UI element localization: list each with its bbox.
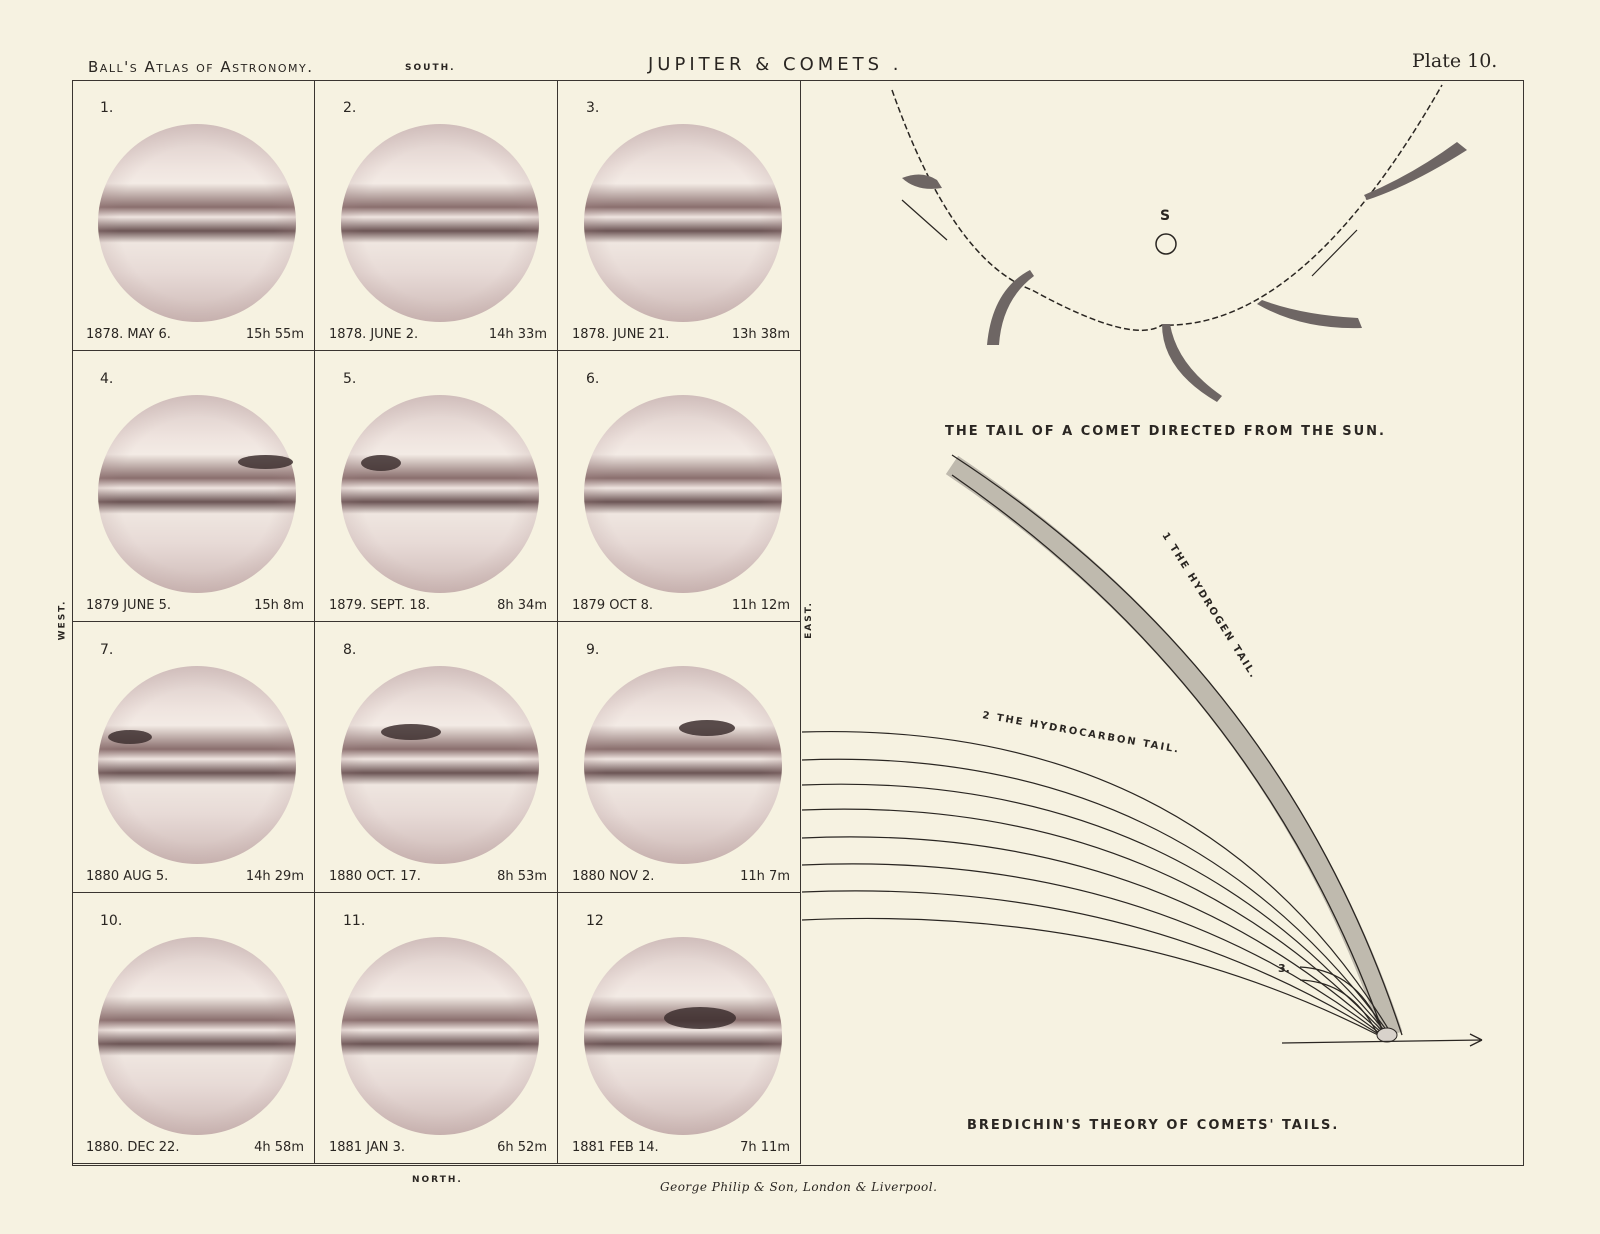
south-label: SOUTH. bbox=[405, 63, 456, 73]
observation-time: 13h 38m bbox=[731, 327, 790, 342]
drawing-number: 6. bbox=[586, 371, 600, 387]
tail-3-label: 3. bbox=[1278, 962, 1290, 975]
jupiter-drawing-8: 8. 1880 OCT. 17. 8h 53m bbox=[315, 622, 558, 893]
west-label: WEST. bbox=[57, 599, 68, 641]
drawing-number: 3. bbox=[586, 100, 600, 116]
jupiter-drawing-3: 3. 1878. JUNE 21. 13h 38m bbox=[558, 80, 801, 351]
drawing-number: 4. bbox=[100, 371, 114, 387]
jupiter-disc bbox=[98, 395, 296, 593]
drawing-number: 5. bbox=[343, 371, 357, 387]
motion-arrow-icon bbox=[1281, 1039, 1483, 1044]
comet-tail-icon bbox=[1162, 324, 1222, 402]
jupiter-drawing-4: 4. 1879 JUNE 5. 15h 8m bbox=[72, 351, 315, 622]
observation-date: 1880. DEC 22. bbox=[86, 1140, 180, 1155]
plate-number: Plate 10. bbox=[1412, 50, 1498, 72]
motion-arrow-icon bbox=[1311, 229, 1358, 277]
observation-time: 15h 55m bbox=[245, 327, 304, 342]
motion-arrow-icon bbox=[901, 199, 948, 241]
jupiter-disc bbox=[98, 666, 296, 864]
great-red-spot bbox=[361, 455, 401, 471]
jupiter-disc bbox=[341, 124, 539, 322]
great-red-spot bbox=[664, 1007, 736, 1029]
comet-tail-icon bbox=[1364, 142, 1467, 200]
comet-diagrams: S 1 THE HYDROGEN TAIL. 2 THE HYDROCARBON… bbox=[802, 84, 1483, 1047]
comet-tail-caption: THE TAIL OF A COMET DIRECTED FROM THE SU… bbox=[945, 424, 1386, 439]
great-red-spot bbox=[108, 730, 152, 744]
drawing-number: 10. bbox=[100, 913, 123, 929]
jupiter-drawing-9: 9. 1880 NOV 2. 11h 7m bbox=[558, 622, 801, 893]
jupiter-disc bbox=[584, 666, 782, 864]
great-red-spot bbox=[679, 720, 735, 736]
observation-time: 14h 29m bbox=[245, 869, 304, 884]
observation-date: 1879 JUNE 5. bbox=[86, 598, 172, 613]
sun-label: S bbox=[1160, 208, 1170, 224]
comet-nucleus bbox=[1376, 1027, 1398, 1043]
drawing-number: 8. bbox=[343, 642, 357, 658]
bredichin-caption: BREDICHIN'S THEORY OF COMETS' TAILS. bbox=[967, 1118, 1340, 1133]
jupiter-disc bbox=[341, 937, 539, 1135]
observation-time: 11h 7m bbox=[740, 869, 790, 884]
observation-date: 1878. JUNE 21. bbox=[572, 327, 670, 342]
observation-time: 11h 12m bbox=[731, 598, 790, 613]
observation-date: 1879. SEPT. 18. bbox=[329, 598, 430, 613]
publisher-credit: George Philip & Son, London & Liverpool. bbox=[660, 1180, 938, 1194]
hydrogen-tail bbox=[945, 455, 1403, 1039]
drawing-number: 11. bbox=[343, 913, 366, 929]
drawing-number: 12 bbox=[586, 913, 604, 929]
comet-tail-icon bbox=[902, 174, 942, 189]
atlas-title: Ball's Atlas of Astronomy. bbox=[88, 58, 314, 76]
drawing-number: 9. bbox=[586, 642, 600, 658]
observation-date: 1881 JAN 3. bbox=[329, 1140, 405, 1155]
drawing-number: 1. bbox=[100, 100, 114, 116]
jupiter-disc bbox=[584, 395, 782, 593]
jupiter-drawing-5: 5. 1879. SEPT. 18. 8h 34m bbox=[315, 351, 558, 622]
jupiter-drawing-6: 6. 1879 OCT 8. 11h 12m bbox=[558, 351, 801, 622]
north-label: NORTH. bbox=[412, 1175, 463, 1185]
jupiter-drawing-10: 10. 1880. DEC 22. 4h 58m bbox=[72, 893, 315, 1164]
jupiter-disc bbox=[341, 666, 539, 864]
jupiter-disc bbox=[98, 124, 296, 322]
observation-date: 1880 OCT. 17. bbox=[329, 869, 421, 884]
drawing-number: 7. bbox=[100, 642, 114, 658]
plate-frame bbox=[72, 80, 1524, 1166]
observation-date: 1880 AUG 5. bbox=[86, 869, 169, 884]
observation-time: 6h 52m bbox=[497, 1140, 547, 1155]
observation-time: 14h 33m bbox=[488, 327, 547, 342]
jupiter-disc bbox=[98, 937, 296, 1135]
sun-icon bbox=[1155, 233, 1177, 255]
observation-time: 8h 53m bbox=[497, 869, 547, 884]
observation-time: 7h 11m bbox=[740, 1140, 790, 1155]
jupiter-drawing-12: 12 1881 FEB 14. 7h 11m bbox=[558, 893, 801, 1164]
jupiter-drawing-7: 7. 1880 AUG 5. 14h 29m bbox=[72, 622, 315, 893]
observation-time: 4h 58m bbox=[254, 1140, 304, 1155]
observation-date: 1881 FEB 14. bbox=[572, 1140, 659, 1155]
hydrocarbon-tail-label: 2 THE HYDROCARBON TAIL. bbox=[981, 710, 1180, 756]
comet-tail-icon bbox=[1257, 300, 1362, 329]
jupiter-drawing-2: 2. 1878. JUNE 2. 14h 33m bbox=[315, 80, 558, 351]
observation-date: 1878. MAY 6. bbox=[86, 327, 171, 342]
plate-title: JUPITER & COMETS . bbox=[648, 54, 903, 75]
great-red-spot bbox=[381, 724, 441, 740]
jupiter-disc bbox=[584, 124, 782, 322]
comet-orbit bbox=[891, 84, 1443, 331]
observation-date: 1880 NOV 2. bbox=[572, 869, 655, 884]
great-red-spot bbox=[238, 455, 293, 469]
tail-3 bbox=[1299, 966, 1383, 1031]
drawing-number: 2. bbox=[343, 100, 357, 116]
jupiter-drawing-11: 11. 1881 JAN 3. 6h 52m bbox=[315, 893, 558, 1164]
hydrocarbon-tails bbox=[802, 730, 1393, 1036]
comet-tail-icon bbox=[987, 270, 1034, 345]
observation-date: 1879 OCT 8. bbox=[572, 598, 654, 613]
observation-time: 8h 34m bbox=[497, 598, 547, 613]
observation-date: 1878. JUNE 2. bbox=[329, 327, 419, 342]
jupiter-drawing-1: 1. 1878. MAY 6. 15h 55m bbox=[72, 80, 315, 351]
jupiter-disc bbox=[341, 395, 539, 593]
observation-time: 15h 8m bbox=[254, 598, 304, 613]
jupiter-disc bbox=[584, 937, 782, 1135]
